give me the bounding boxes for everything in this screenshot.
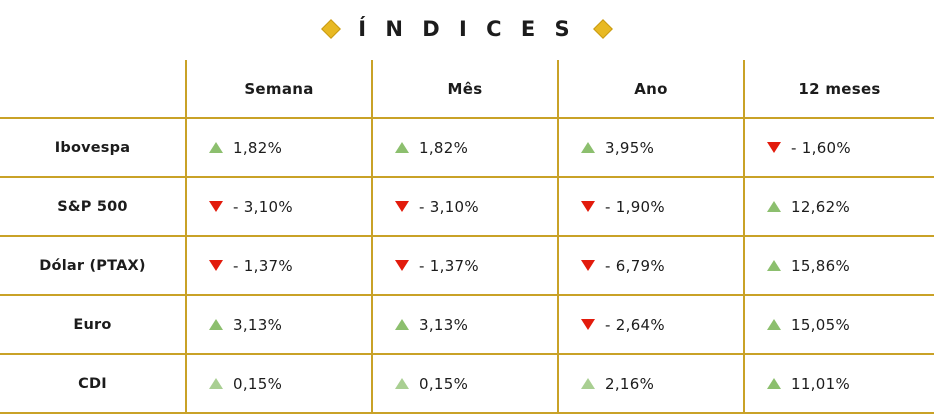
- table-row: Ibovespa 1,82% 1,82%: [0, 117, 934, 177]
- column-header-ano: Ano: [557, 60, 744, 118]
- trend-down-icon: [767, 142, 781, 153]
- table-row: CDI 0,15% 0,15%: [0, 353, 934, 414]
- trend-up-icon: [767, 260, 781, 271]
- trend-down-icon: [209, 260, 223, 271]
- table-header: Semana Mês Ano 12 meses: [0, 60, 934, 118]
- row-label-cdi: CDI: [0, 353, 186, 414]
- trend-up-icon: [581, 142, 595, 153]
- cell-sp500-ano: - 1,90%: [557, 176, 744, 236]
- trend-down-icon: [581, 319, 595, 330]
- trend-down-icon: [209, 201, 223, 212]
- cell-value: 0,15%: [419, 374, 469, 393]
- diamond-ornament-left-icon: [321, 19, 342, 39]
- cell-value: - 1,60%: [791, 138, 851, 157]
- trend-down-icon: [581, 201, 595, 212]
- corner-cell: [0, 60, 186, 118]
- cell-value: 3,13%: [233, 315, 283, 334]
- indices-table: Semana Mês Ano 12 meses Ibovespa 1,82%: [0, 60, 934, 414]
- cell-value: 15,05%: [791, 315, 850, 334]
- cell-value: 0,15%: [233, 374, 283, 393]
- cell-ibovespa-mes: 1,82%: [371, 117, 558, 177]
- trend-up-icon: [767, 378, 781, 389]
- cell-cdi-12-meses: 11,01%: [743, 353, 934, 414]
- cell-ibovespa-ano: 3,95%: [557, 117, 744, 177]
- cell-euro-12-meses: 15,05%: [743, 294, 934, 354]
- cell-value: 15,86%: [791, 256, 850, 275]
- trend-up-icon: [767, 319, 781, 330]
- column-header-mes: Mês: [371, 60, 558, 118]
- trend-down-icon: [395, 201, 409, 212]
- row-label-euro: Euro: [0, 294, 186, 354]
- diamond-ornament-right-icon: [592, 19, 613, 39]
- cell-cdi-ano: 2,16%: [557, 353, 744, 414]
- cell-euro-mes: 3,13%: [371, 294, 558, 354]
- trend-up-icon: [395, 378, 409, 389]
- cell-dolar-mes: - 1,37%: [371, 235, 558, 295]
- row-label-ibovespa: Ibovespa: [0, 117, 186, 177]
- trend-up-icon: [581, 378, 595, 389]
- cell-value: - 1,90%: [605, 197, 665, 216]
- cell-value: 2,16%: [605, 374, 655, 393]
- cell-euro-ano: - 2,64%: [557, 294, 744, 354]
- cell-sp500-12-meses: 12,62%: [743, 176, 934, 236]
- table-row: Euro 3,13% 3,13%: [0, 294, 934, 354]
- trend-up-icon: [395, 319, 409, 330]
- cell-sp500-mes: - 3,10%: [371, 176, 558, 236]
- cell-dolar-12-meses: 15,86%: [743, 235, 934, 295]
- table-row: S&P 500 - 3,10% - 3,10%: [0, 176, 934, 236]
- cell-value: 1,82%: [233, 138, 283, 157]
- cell-value: 3,13%: [419, 315, 469, 334]
- cell-value: 11,01%: [791, 374, 850, 393]
- cell-value: - 1,37%: [233, 256, 293, 275]
- trend-up-icon: [395, 142, 409, 153]
- cell-value: - 3,10%: [419, 197, 479, 216]
- cell-ibovespa-12-meses: - 1,60%: [743, 117, 934, 177]
- cell-dolar-semana: - 1,37%: [185, 235, 372, 295]
- table-row: Dólar (PTAX) - 1,37% - 1,37%: [0, 235, 934, 295]
- table-body: Ibovespa 1,82% 1,82%: [0, 117, 934, 414]
- row-label-dolar-ptax: Dólar (PTAX): [0, 235, 186, 295]
- page-title-bar: Í N D I C E S: [0, 6, 934, 52]
- cell-euro-semana: 3,13%: [185, 294, 372, 354]
- trend-up-icon: [209, 378, 223, 389]
- cell-cdi-mes: 0,15%: [371, 353, 558, 414]
- trend-up-icon: [209, 142, 223, 153]
- cell-value: - 1,37%: [419, 256, 479, 275]
- trend-up-icon: [209, 319, 223, 330]
- trend-up-icon: [767, 201, 781, 212]
- indices-panel: Í N D I C E S Semana Mês Ano 12 meses Ib…: [0, 6, 934, 414]
- cell-cdi-semana: 0,15%: [185, 353, 372, 414]
- row-label-sp-500: S&P 500: [0, 176, 186, 236]
- column-header-semana: Semana: [185, 60, 372, 118]
- cell-value: 1,82%: [419, 138, 469, 157]
- cell-value: 12,62%: [791, 197, 850, 216]
- cell-value: - 2,64%: [605, 315, 665, 334]
- table-header-row: Semana Mês Ano 12 meses: [0, 60, 934, 118]
- cell-value: - 6,79%: [605, 256, 665, 275]
- cell-sp500-semana: - 3,10%: [185, 176, 372, 236]
- trend-down-icon: [395, 260, 409, 271]
- cell-dolar-ano: - 6,79%: [557, 235, 744, 295]
- column-header-12-meses: 12 meses: [743, 60, 934, 118]
- trend-down-icon: [581, 260, 595, 271]
- indices-table-container: Semana Mês Ano 12 meses Ibovespa 1,82%: [0, 60, 934, 414]
- cell-value: 3,95%: [605, 138, 655, 157]
- page-title: Í N D I C E S: [358, 17, 576, 41]
- cell-ibovespa-semana: 1,82%: [185, 117, 372, 177]
- cell-value: - 3,10%: [233, 197, 293, 216]
